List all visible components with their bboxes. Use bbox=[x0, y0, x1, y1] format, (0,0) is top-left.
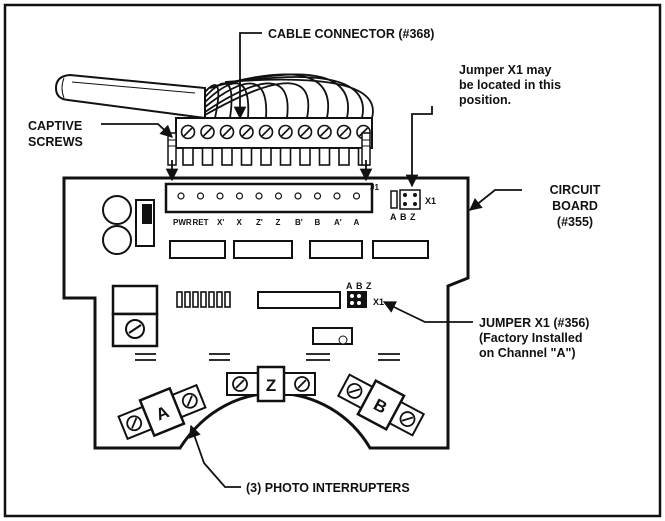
pin-label: PWR bbox=[173, 218, 192, 227]
pin-label: A' bbox=[334, 218, 342, 227]
jumper-letter: B bbox=[356, 281, 363, 291]
header-hole bbox=[313, 192, 322, 200]
connector-peg bbox=[201, 147, 214, 166]
photo-interrupter-a: A bbox=[117, 383, 207, 441]
cable-wires bbox=[204, 73, 374, 119]
connector-peg bbox=[299, 147, 311, 166]
header-holes bbox=[177, 192, 361, 200]
jumper-note-line-2: be located in this bbox=[459, 78, 561, 92]
capacitor-1 bbox=[102, 195, 132, 225]
long-chip bbox=[257, 291, 341, 309]
cable bbox=[54, 73, 374, 120]
pin-label: A bbox=[354, 218, 360, 227]
pin-labels: PWRRET X' X Z' Z B' B A' A bbox=[173, 218, 360, 227]
circuit-board-line-2: BOARD bbox=[552, 199, 598, 213]
header-hole bbox=[255, 192, 263, 200]
header-hole bbox=[235, 192, 244, 200]
circuit-board-leader bbox=[469, 189, 522, 211]
photo-interrupters-label: (3) PHOTO INTERRUPTERS bbox=[246, 481, 410, 495]
pin-label: Z bbox=[276, 218, 281, 227]
connector-pegs bbox=[182, 147, 370, 166]
jumper-letter: Z bbox=[410, 212, 416, 222]
header-hole bbox=[177, 192, 185, 200]
connector-peg bbox=[279, 147, 292, 166]
jumper-letter: Z bbox=[366, 281, 372, 291]
dip-segment bbox=[216, 291, 223, 308]
circuit-board-line-1: CIRCUIT bbox=[550, 183, 601, 197]
dip-segment bbox=[176, 291, 183, 308]
dip-segment bbox=[208, 291, 215, 308]
header-hole bbox=[294, 192, 302, 200]
connector-peg bbox=[221, 147, 233, 166]
connector-peg bbox=[240, 147, 253, 166]
pin-label: B bbox=[315, 218, 321, 227]
connector-peg bbox=[260, 147, 272, 166]
jumper-x1-alt-plug bbox=[390, 190, 398, 209]
circuit-board-line-3: (#355) bbox=[557, 215, 593, 229]
header-hole bbox=[196, 192, 205, 200]
photo-interrupter-z: Z bbox=[226, 365, 316, 403]
pin-label: Z' bbox=[256, 218, 263, 227]
connector-peg bbox=[318, 147, 331, 166]
jumper-note-line-1: Jumper X1 may bbox=[459, 63, 551, 77]
connector-peg bbox=[182, 147, 194, 166]
jumper-x1-alt-site bbox=[399, 189, 421, 210]
dip-segment bbox=[200, 291, 207, 308]
photo-interrupter-b: B bbox=[336, 373, 426, 437]
jumper-alt-leader bbox=[405, 106, 433, 188]
header-hole bbox=[352, 192, 361, 200]
header-hole bbox=[274, 192, 283, 200]
jumper-x1-installed bbox=[347, 291, 367, 308]
jumper-note-line-3: position. bbox=[459, 93, 511, 107]
pin-label: X' bbox=[217, 218, 224, 227]
resistor-pairs bbox=[135, 353, 400, 361]
jumper-main-line-1: JUMPER X1 (#356) bbox=[479, 316, 589, 330]
jumper-main-leader bbox=[382, 301, 473, 323]
dip-chip bbox=[176, 291, 231, 308]
chip-row bbox=[169, 240, 429, 259]
dip-segment bbox=[192, 291, 199, 308]
jumper-letter: B bbox=[400, 212, 407, 222]
pin-label: RET bbox=[193, 218, 209, 227]
pin-label: B' bbox=[295, 218, 303, 227]
sensor-z-label: Z bbox=[266, 376, 276, 395]
jumper-mid-name: X1 bbox=[373, 297, 384, 307]
header-hole bbox=[333, 192, 341, 200]
jumper-top-name: X1 bbox=[425, 196, 436, 206]
cable-connector bbox=[167, 117, 373, 166]
jumper-letter: A bbox=[346, 281, 353, 291]
regulator bbox=[111, 284, 159, 316]
captive-label-line-2: SCREWS bbox=[28, 135, 83, 149]
j1-label: J1 bbox=[370, 183, 379, 192]
dip-segment bbox=[224, 291, 231, 308]
capacitor-2 bbox=[102, 225, 132, 255]
cable-connector-leader bbox=[233, 32, 262, 120]
jumper-main-line-2: (Factory Installed bbox=[479, 331, 583, 345]
leader-lines bbox=[101, 32, 522, 488]
photo-leader bbox=[188, 424, 241, 488]
connector-screws bbox=[180, 124, 371, 140]
jumper-main-line-3: on Channel "A") bbox=[479, 346, 576, 360]
frame bbox=[3, 3, 662, 518]
dip-segment bbox=[184, 291, 191, 308]
jumper-letter: A bbox=[390, 212, 397, 222]
pin-label: X bbox=[237, 218, 243, 227]
cable-connector-label: CABLE CONNECTOR (#368) bbox=[268, 27, 434, 41]
connector-peg bbox=[338, 147, 350, 166]
captive-label-line-1: CAPTIVE bbox=[28, 119, 82, 133]
captive-screw-leader bbox=[101, 123, 173, 138]
header-j1 bbox=[164, 182, 374, 214]
header-hole bbox=[216, 192, 224, 200]
